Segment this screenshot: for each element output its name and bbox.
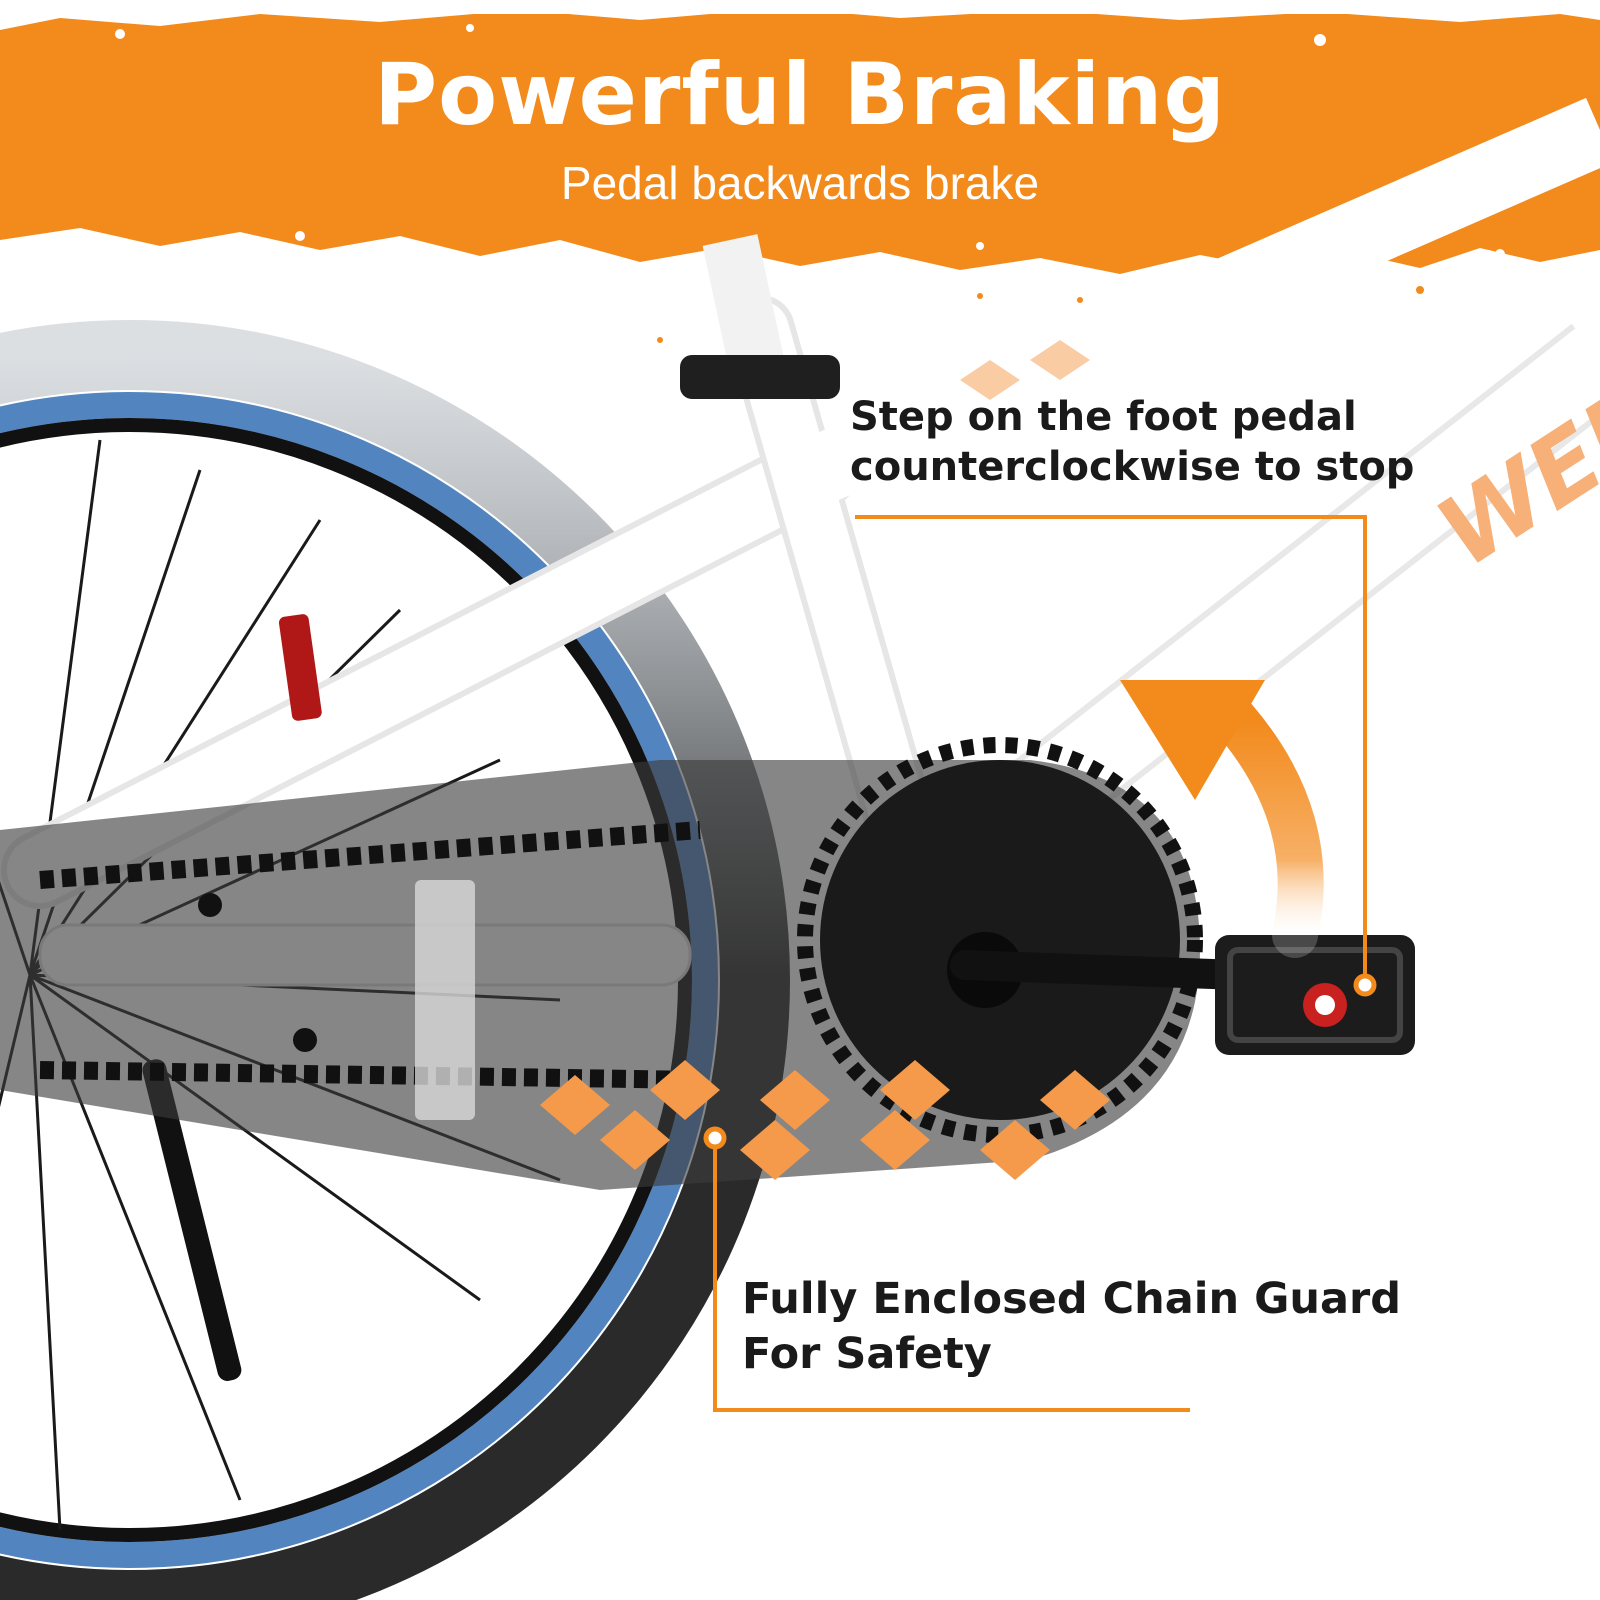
banner-title: Powerful Braking (374, 45, 1226, 145)
chain-guard-reflector (415, 880, 475, 1120)
pedal-callout-line-2: counterclockwise to stop (850, 444, 1415, 490)
curved-arrow-counterclockwise-icon (1120, 680, 1324, 958)
chain-guard-callout-line-2: For Safety (742, 1329, 992, 1380)
pedal-brake-callout: Step on the foot pedal counterclockwise … (850, 392, 1414, 492)
banner-subtitle: Pedal backwards brake (560, 157, 1040, 209)
callout-leaders (713, 515, 1367, 1412)
callout-dot-icon (703, 1126, 727, 1150)
orange-banner (0, 0, 1600, 343)
chain-guard-callout-line-1: Fully Enclosed Chain Guard (742, 1274, 1402, 1324)
chain-guard-callout: Fully Enclosed Chain Guard For Safety (742, 1272, 1401, 1382)
kickstand (142, 1059, 242, 1381)
pedal-callout-line-1: Step on the foot pedal (850, 394, 1357, 440)
callout-dot-icon (1353, 973, 1377, 997)
rear-reflector (278, 614, 322, 721)
checkered-decal (540, 340, 1110, 1180)
